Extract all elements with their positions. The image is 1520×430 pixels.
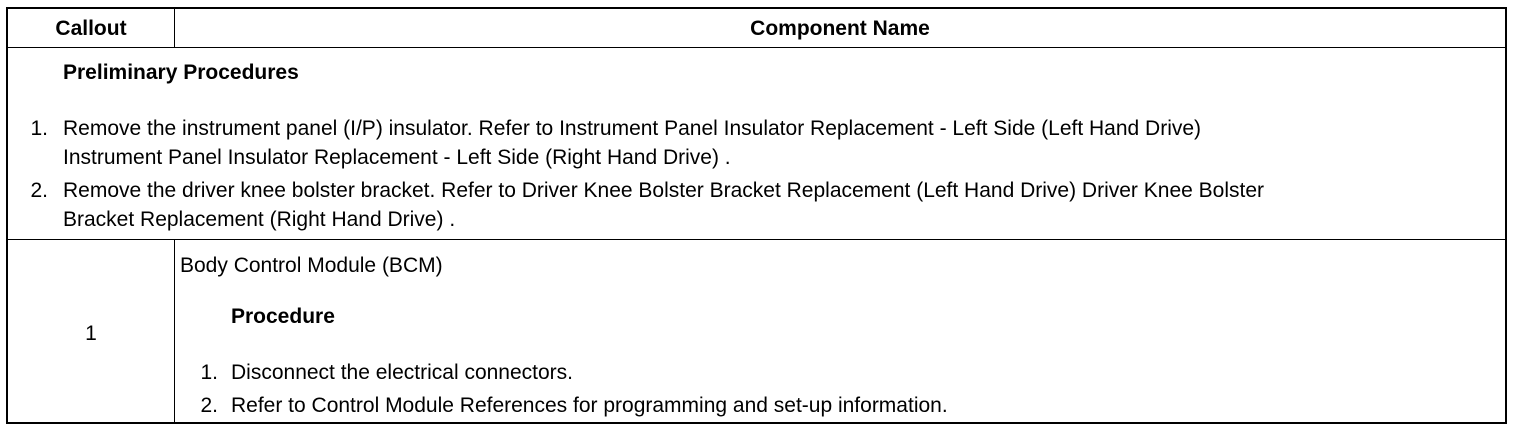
step-text-line: Bracket Replacement (Right Hand Drive) . <box>63 208 456 231</box>
column-divider-body <box>174 240 175 424</box>
header-divider <box>8 47 1505 48</box>
step-number: 2. <box>200 394 218 417</box>
preliminary-divider <box>8 239 1505 240</box>
step-text: Refer to Control Module References for p… <box>231 394 948 417</box>
step-text: Disconnect the electrical connectors. <box>231 361 573 384</box>
component-name: Body Control Module (BCM) <box>180 254 443 277</box>
step-number: 1. <box>30 117 48 140</box>
procedure-heading: Procedure <box>231 305 335 328</box>
component-table: Callout Component Name Preliminary Proce… <box>6 7 1507 424</box>
header-component-name: Component Name <box>750 17 930 40</box>
step-text-line: Remove the driver knee bolster bracket. … <box>63 179 1264 202</box>
column-divider-header <box>174 9 175 47</box>
step-text-line: Instrument Panel Insulator Replacement -… <box>63 146 731 169</box>
row-callout: 1 <box>85 322 97 345</box>
preliminary-heading: Preliminary Procedures <box>63 61 299 84</box>
step-number: 1. <box>200 361 218 384</box>
step-text-line: Remove the instrument panel (I/P) insula… <box>63 117 1202 140</box>
header-callout: Callout <box>55 17 127 40</box>
step-number: 2. <box>30 179 48 202</box>
